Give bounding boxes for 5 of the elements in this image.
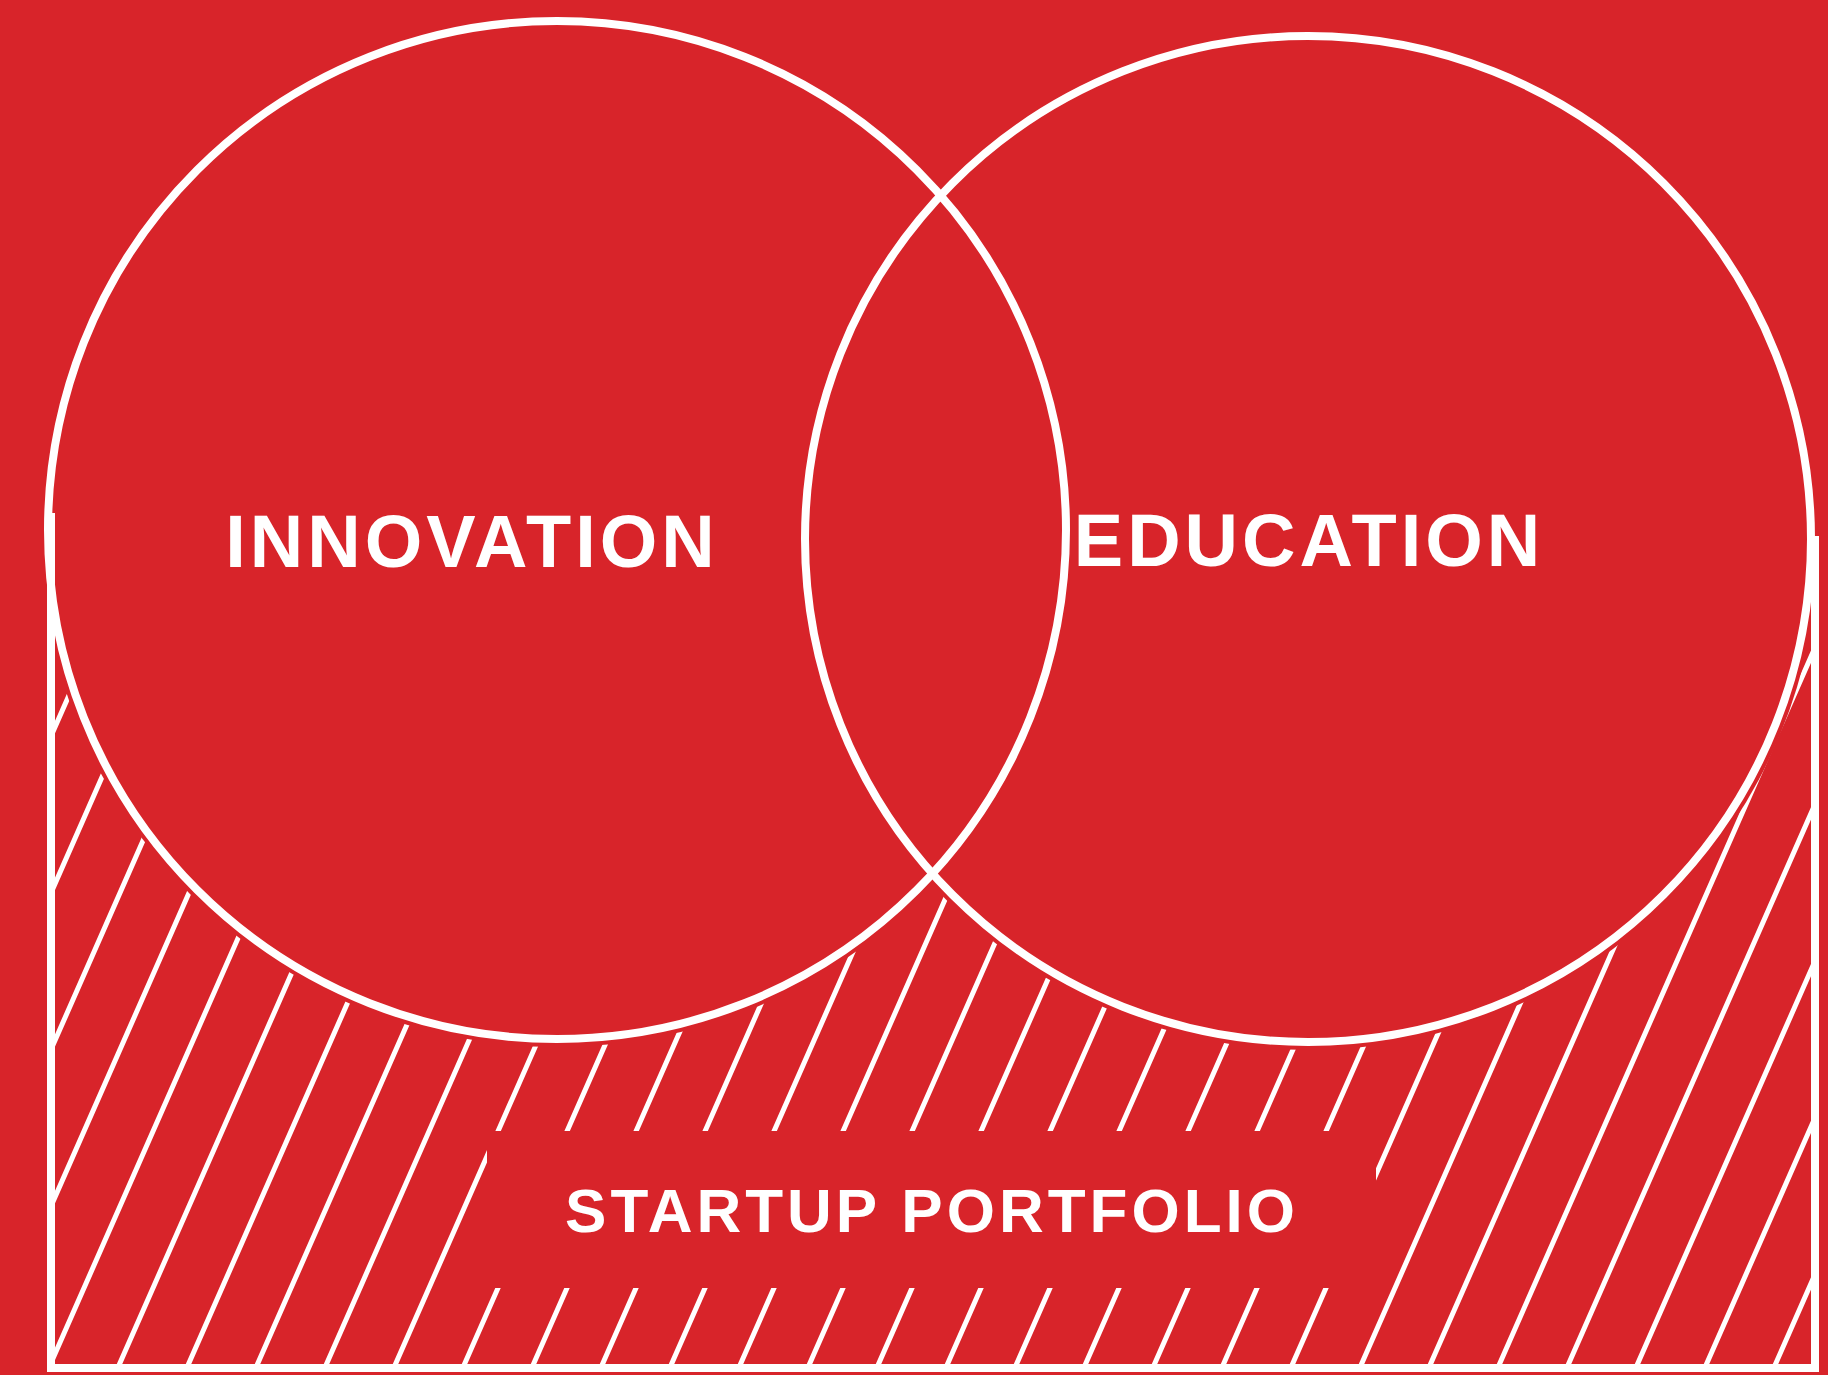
region-label: STARTUP PORTFOLIO: [565, 1174, 1299, 1246]
venn-circle: [44, 17, 1070, 1043]
venn-circle: [801, 32, 1815, 1046]
circle-label: INNOVATION: [225, 498, 719, 584]
circle-label: EDUCATION: [1073, 497, 1545, 583]
